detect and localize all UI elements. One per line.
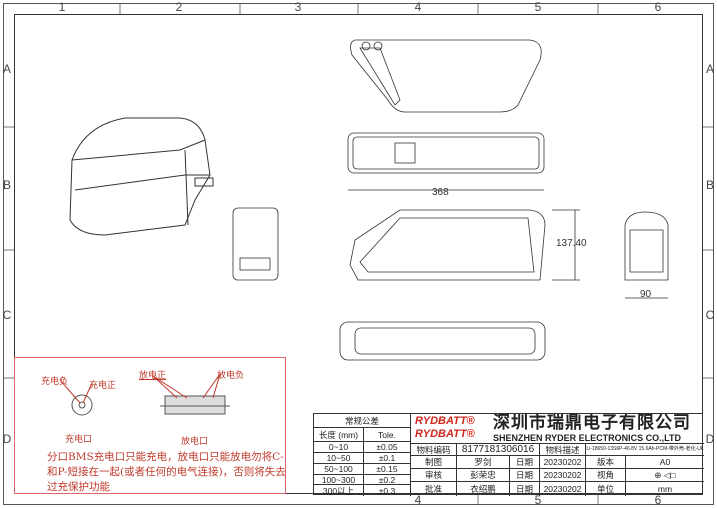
title-block: 常规公差 长度 (mm) Tole. 0~10 ±0.05 10~50 ±0.1…: [313, 413, 704, 496]
row-label: D: [705, 432, 715, 446]
tolerance-value: ±0.05: [364, 442, 411, 453]
part-description: Li-18650-13S6P-46.8V 15.6Ah-PCM-带外壳-老化-U…: [586, 444, 704, 456]
role-label: 制图: [411, 456, 457, 469]
row-label: A: [2, 62, 11, 76]
row-label: C: [2, 308, 12, 322]
side-view-bottom: [349, 209, 580, 281]
tolerance-value: ±0.3: [364, 485, 411, 496]
date-label: 日期: [510, 482, 540, 496]
tolerance-range: 50~100: [314, 464, 364, 475]
tolerance-title: 常规公差: [314, 414, 411, 428]
row-label: D: [2, 432, 12, 446]
discharge-positive-label: 放电正: [139, 370, 167, 380]
end-view-left: [232, 207, 279, 281]
date-value: 20230202: [540, 469, 586, 482]
brand-logo: RYDBATT®RYDBATT®: [415, 415, 475, 440]
date-value: 20230202: [540, 482, 586, 496]
info-label: 版本: [586, 456, 626, 469]
row-label: C: [705, 308, 715, 322]
info-value: mm: [657, 484, 673, 494]
side-view-top: [350, 39, 542, 113]
connector-note: 充电负 充电正 放电正 放电负 充电口 放电口 分口BMS充电口只能充电，放电口…: [14, 357, 286, 494]
charge-port-label: 充电口: [65, 434, 93, 444]
tolerance-range: 100~300: [314, 475, 364, 485]
person-name: 衣绍鹏: [457, 482, 510, 496]
discharge-negative-label: 放电负: [217, 370, 245, 380]
company-name-cn: 深圳市瑞鼎电子有限公司: [493, 414, 691, 432]
col-label: 1: [58, 0, 66, 14]
info-label: 视角: [586, 469, 626, 482]
col-label: 6: [654, 0, 662, 14]
charge-negative-label: 充电负: [41, 376, 69, 386]
top-view: [347, 132, 545, 191]
drawing-frame: [3, 3, 714, 505]
bottom-view: [339, 321, 546, 361]
part-code-label: 物料编码: [411, 444, 457, 456]
tolerance-value: ±0.2: [364, 475, 411, 485]
col-label: 2: [175, 0, 183, 14]
tolerance-header: Tole.: [364, 428, 411, 442]
discharge-port-label: 放电口: [181, 436, 209, 446]
projection-symbol: ⊕ ◁□: [626, 469, 704, 482]
col-label: 4: [414, 0, 422, 14]
part-code: 8177181306016: [457, 444, 540, 456]
drawing-border: [14, 14, 703, 494]
col-label: 4: [414, 493, 422, 507]
row-label: A: [705, 62, 714, 76]
tolerance-header: 长度 (mm): [314, 428, 364, 442]
tolerance-range: 10~50: [314, 453, 364, 464]
col-label: 5: [534, 493, 542, 507]
tolerance-range: 300以上: [314, 485, 364, 496]
info-label: 单位: [586, 482, 626, 496]
height-dimension: 137.40: [556, 238, 587, 249]
tolerance-value: ±0.1: [364, 453, 411, 464]
row-label: B: [705, 178, 714, 192]
width-dimension: 90: [640, 289, 652, 300]
role-label: 审核: [411, 469, 457, 482]
tolerance-value: ±0.15: [364, 464, 411, 475]
length-dimension: 368: [432, 187, 449, 198]
person-name: 彭荣忠: [457, 469, 510, 482]
end-view-right: [624, 211, 669, 299]
desc-label: 物料描述: [540, 444, 586, 456]
connector-diagrams: [59, 373, 230, 416]
person-name: 罗剑: [457, 456, 510, 469]
company-header: RYDBATT®RYDBATT® 深圳市瑞鼎电子有限公司 SHENZHEN RY…: [411, 414, 704, 444]
info-value: A0: [626, 456, 704, 469]
tolerance-range: 0~10: [314, 442, 364, 453]
charge-positive-label: 充电正: [89, 380, 117, 390]
isometric-view: [69, 117, 214, 236]
warning-text: 分口BMS充电口只能充电，放电口只能放电勿将C-和P-短接在一起(或者任何的电气…: [47, 451, 286, 493]
date-label: 日期: [510, 456, 540, 469]
col-label: 3: [294, 0, 302, 14]
row-label: B: [2, 178, 11, 192]
col-label: 6: [654, 493, 662, 507]
col-label: 5: [534, 0, 542, 14]
company-name-en: SHENZHEN RYDER ELECTRONICS CO.,LTD: [493, 433, 682, 443]
date-label: 日期: [510, 469, 540, 482]
role-label: 批准: [411, 482, 457, 496]
date-value: 20230202: [540, 456, 586, 469]
